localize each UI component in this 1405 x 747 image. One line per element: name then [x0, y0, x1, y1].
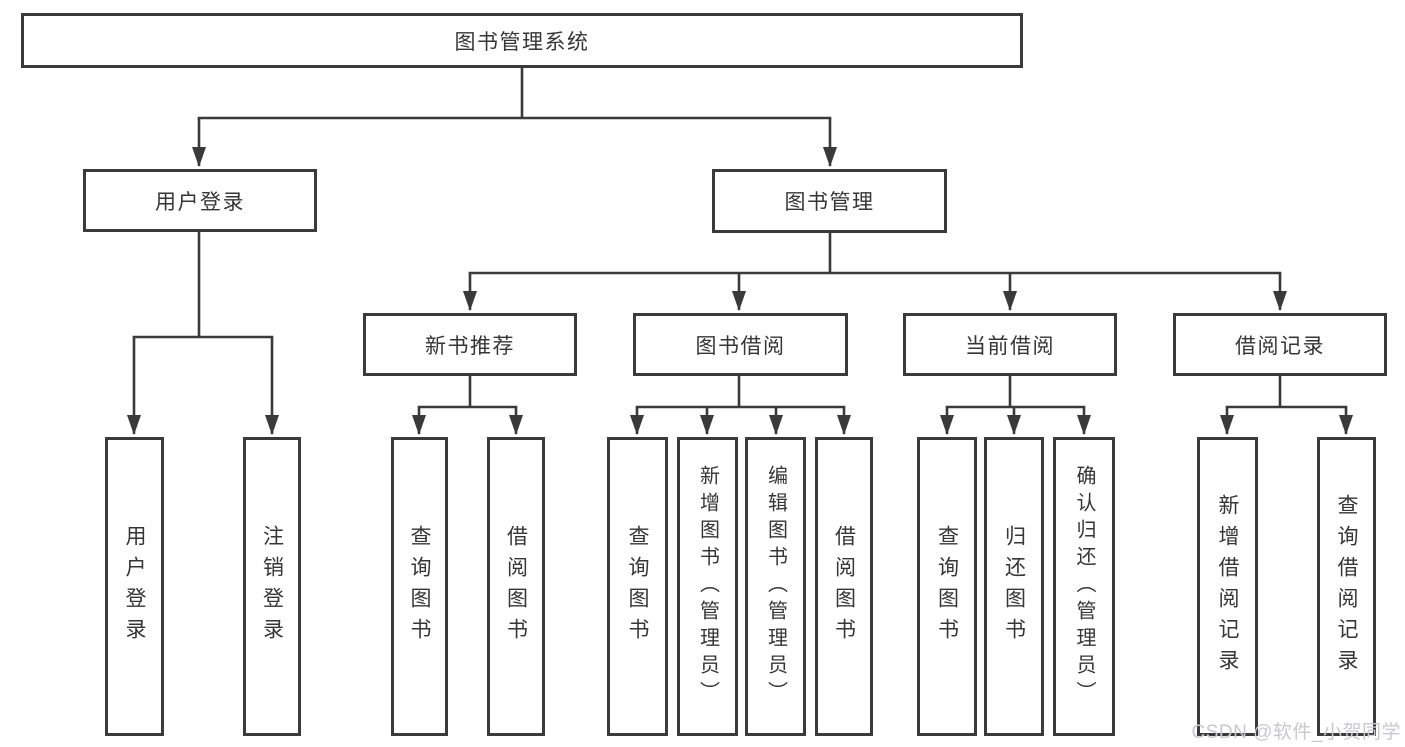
- leaf-borrow-book: 借阅图书: [815, 437, 873, 736]
- node-library-management-system: 图书管理系统: [21, 13, 1023, 68]
- node-label: 注销登录: [260, 524, 284, 649]
- node-label: 编辑图书（管理员）: [764, 465, 787, 708]
- node-label: 用户登录: [123, 524, 146, 649]
- wire-root-to-level2: [192, 68, 837, 167]
- node-label: 借阅图书: [504, 524, 528, 649]
- leaf-logout: 注销登录: [243, 437, 301, 736]
- node-new-book-recommend: 新书推荐: [363, 313, 577, 376]
- node-book-borrow: 图书借阅: [633, 313, 848, 376]
- leaf-query-book-current: 查询图书: [917, 437, 977, 736]
- leaf-query-borrow-record: 查询借阅记录: [1317, 437, 1376, 736]
- node-label: 新增借阅记录: [1216, 493, 1239, 680]
- node-book-management: 图书管理: [712, 169, 947, 233]
- leaf-query-book-borrow: 查询图书: [607, 437, 668, 736]
- leaf-add-borrow-record: 新增借阅记录: [1197, 437, 1258, 736]
- wire-new-book-recommend-branch: [412, 376, 523, 435]
- node-current-borrow: 当前借阅: [903, 313, 1117, 376]
- leaf-confirm-return-admin: 确认归还（管理员）: [1053, 437, 1115, 736]
- node-label: 查询图书: [626, 524, 649, 649]
- csdn-watermark: CSDN @软件_小贺同学: [1191, 722, 1401, 743]
- wire-user-login-branch: [127, 232, 279, 435]
- node-label: 新增图书（管理员）: [696, 465, 719, 708]
- leaf-query-book-recommend: 查询图书: [391, 437, 448, 736]
- leaf-user-login: 用户登录: [105, 437, 164, 736]
- wire-book-borrow-branch: [630, 376, 851, 435]
- leaf-return-book: 归还图书: [984, 437, 1044, 736]
- node-label: 查询图书: [935, 524, 959, 649]
- node-borrow-records: 借阅记录: [1173, 313, 1387, 376]
- leaf-edit-book-admin: 编辑图书（管理员）: [745, 437, 806, 736]
- wire-borrow-records-branch: [1220, 376, 1353, 435]
- leaf-add-book-admin: 新增图书（管理员）: [677, 437, 738, 736]
- node-label: 借阅图书: [832, 524, 856, 649]
- leaf-borrow-book-recommend: 借阅图书: [487, 437, 545, 736]
- wire-current-borrow-branch: [940, 376, 1091, 435]
- node-label: 查询借阅记录: [1335, 493, 1358, 680]
- wire-book-management-branch: [463, 233, 1287, 311]
- node-label: 确认归还（管理员）: [1073, 465, 1095, 708]
- node-label: 归还图书: [1002, 524, 1026, 649]
- node-label: 查询图书: [408, 524, 431, 649]
- node-user-login-branch: 用户登录: [83, 169, 317, 232]
